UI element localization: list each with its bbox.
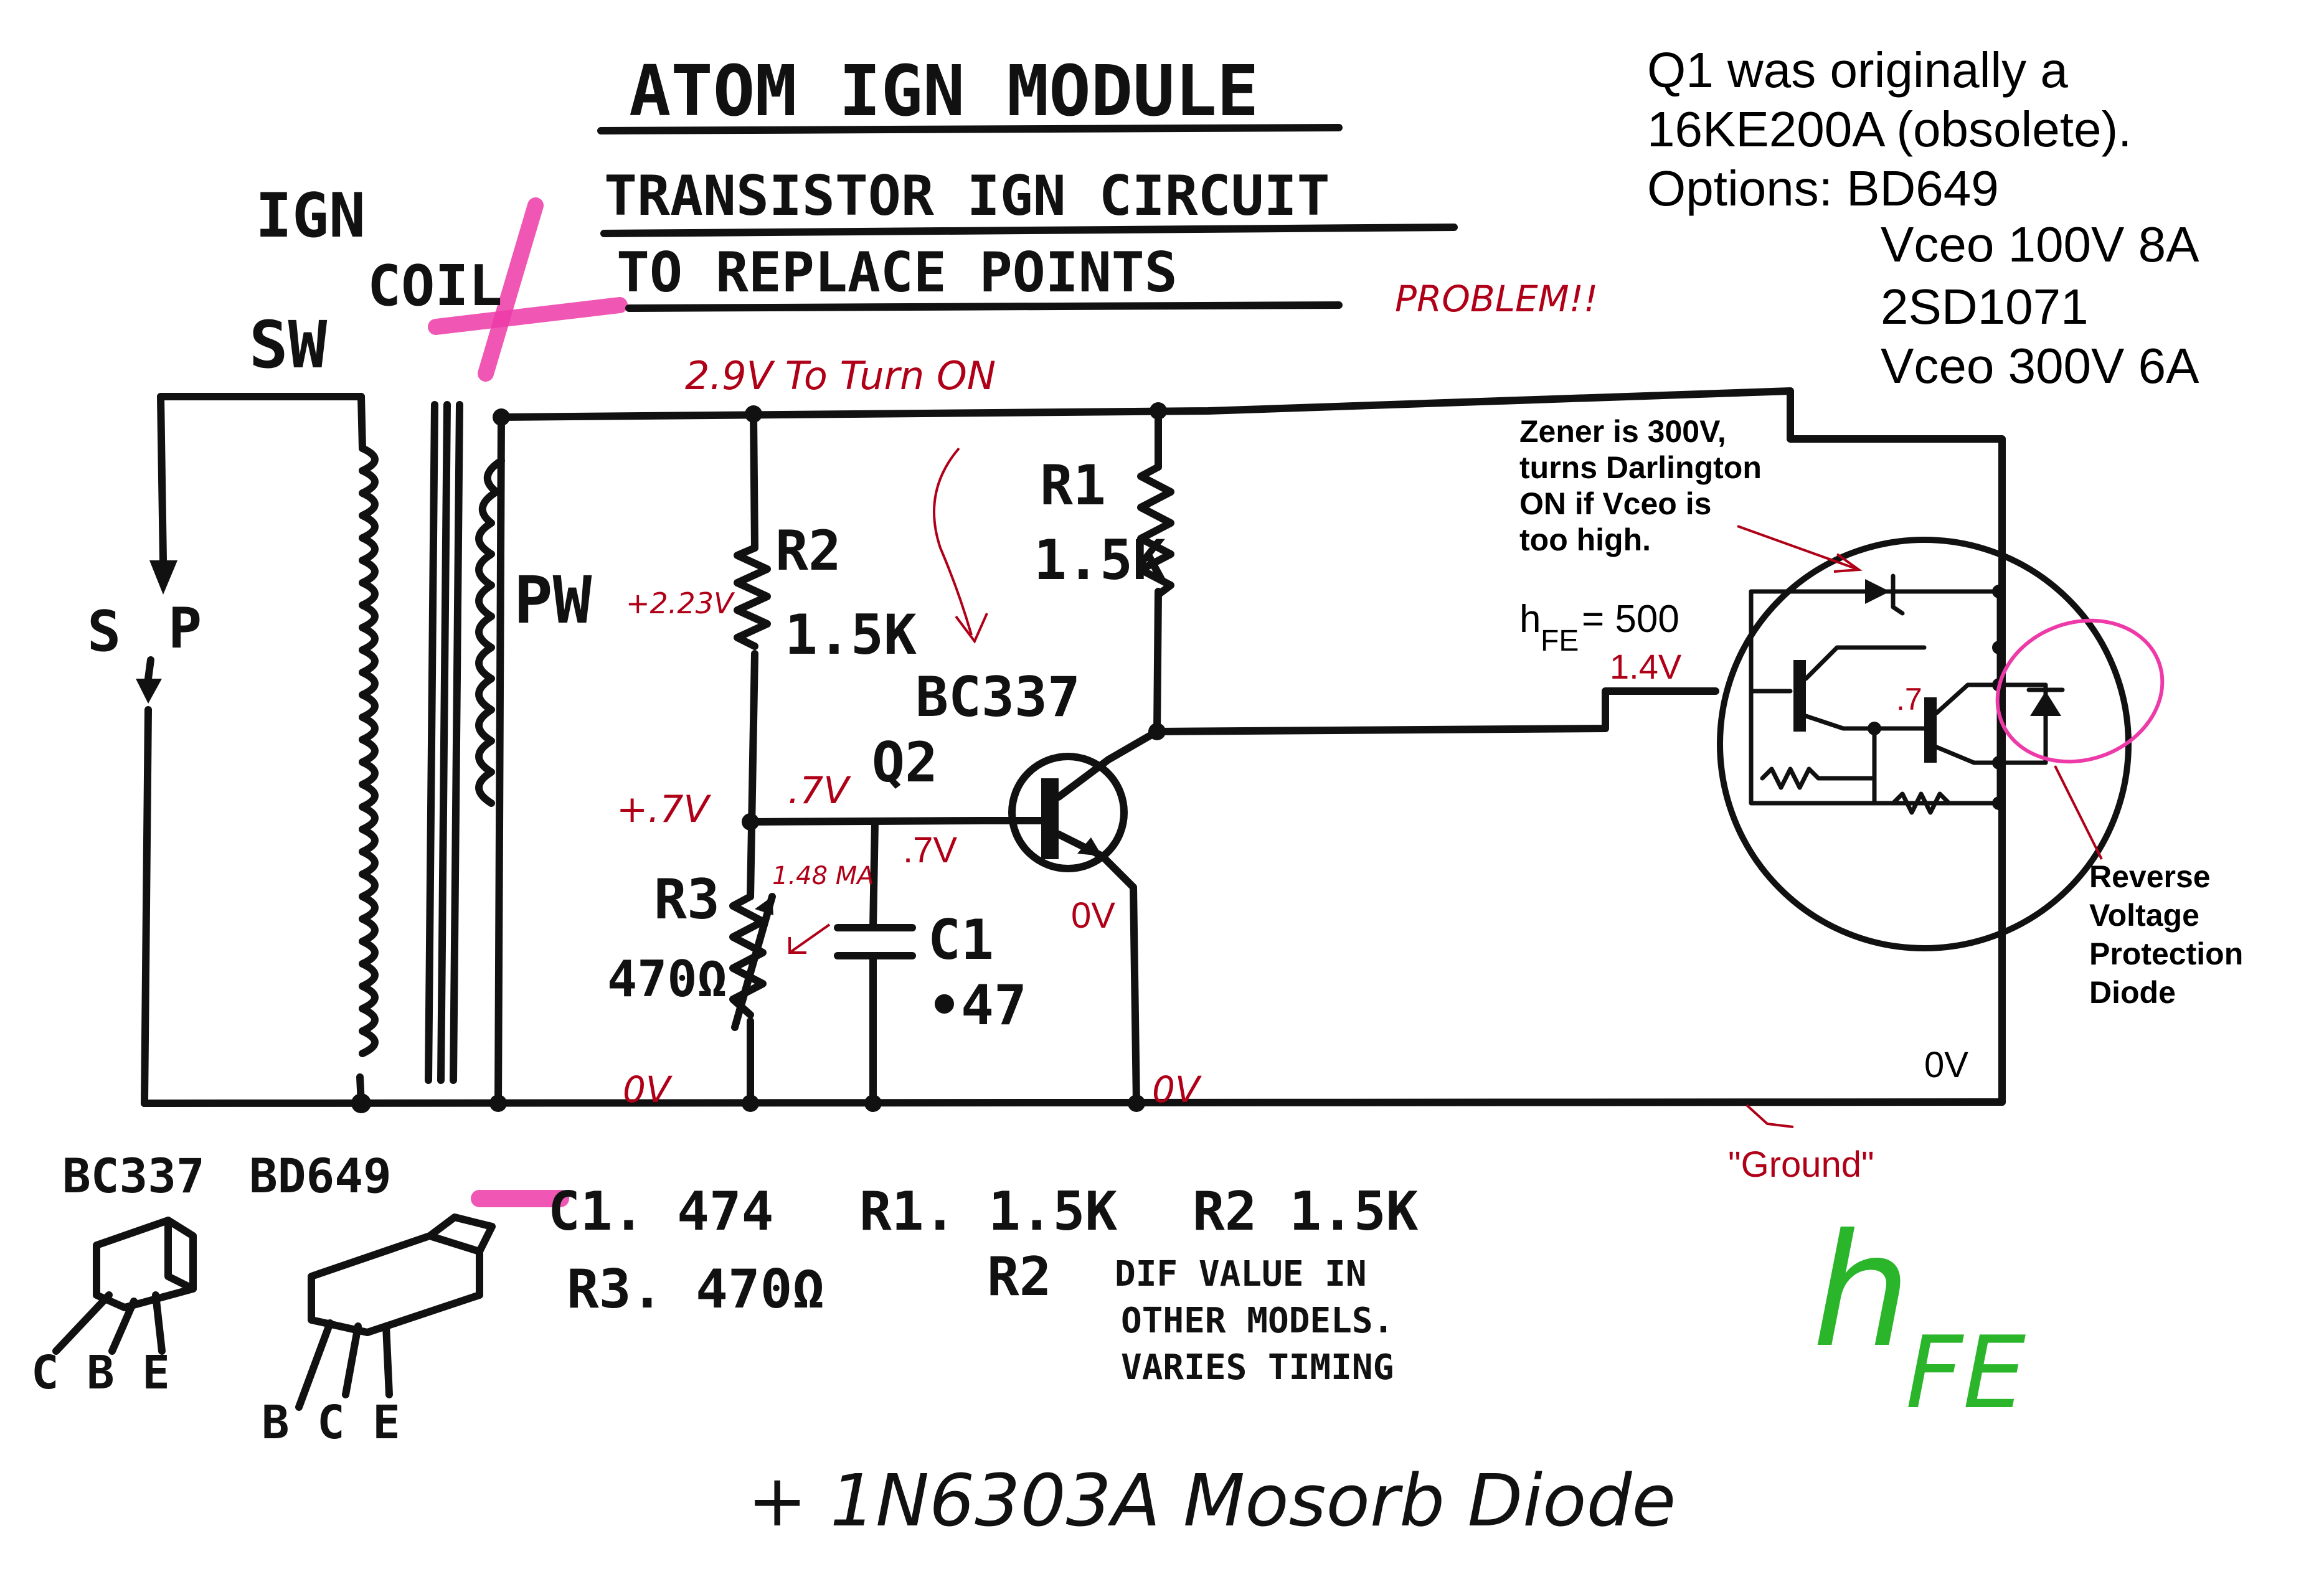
hfe-big-annotation: h FE bbox=[1812, 1200, 2026, 1431]
problem-note: PROBLEM!! bbox=[1395, 278, 1598, 320]
svg-text:C B E: C B E bbox=[31, 1346, 170, 1400]
svg-text:Vceo 300V 6A: Vceo 300V 6A bbox=[1881, 338, 2199, 393]
r3-current: 1.48 MA bbox=[772, 862, 874, 890]
svg-text:Q1 was originally a: Q1 was originally a bbox=[1647, 42, 2068, 98]
svg-text:R2: R2 bbox=[987, 1246, 1052, 1308]
svg-text:h: h bbox=[1812, 1200, 1911, 1382]
svg-text:ON if Vceo is: ON if Vceo is bbox=[1519, 486, 1711, 521]
svg-text:Protection: Protection bbox=[2089, 936, 2243, 971]
base-voltage: .7V bbox=[788, 769, 851, 813]
r3-symbol bbox=[729, 893, 776, 1031]
svg-text:Reverse: Reverse bbox=[2089, 859, 2211, 894]
r2-name: R2 bbox=[775, 519, 841, 583]
svg-text:h: h bbox=[1519, 598, 1541, 641]
gnd-left-voltage: 0V bbox=[623, 1068, 673, 1111]
coil-label: COIL bbox=[367, 253, 503, 319]
subtitle-line2: TO REPLACE POINTS bbox=[616, 240, 1178, 304]
ign-label: IGN bbox=[255, 181, 366, 252]
r1-name: R1 bbox=[1040, 453, 1106, 517]
svg-text:OTHER MODELS.: OTHER MODELS. bbox=[1121, 1301, 1394, 1341]
r2-symbol bbox=[734, 544, 771, 650]
svg-text:turns Darlington: turns Darlington bbox=[1519, 450, 1762, 485]
red-pen-marks bbox=[788, 447, 2103, 1128]
svg-text:C1. 474: C1. 474 bbox=[548, 1180, 773, 1243]
darlington-mid-voltage: .7 bbox=[1896, 682, 1922, 717]
sw-label: SW bbox=[249, 307, 328, 383]
svg-text:FE: FE bbox=[1906, 1314, 2026, 1431]
pink-highlight-marks bbox=[428, 197, 2165, 1207]
subtitle-underline-1 bbox=[600, 224, 1458, 237]
pw-label: PW bbox=[514, 562, 592, 638]
ground-0v: 0V bbox=[1924, 1045, 1968, 1085]
svg-text:Options: BD649: Options: BD649 bbox=[1647, 161, 1999, 216]
q2-part: BC337 bbox=[915, 665, 1080, 729]
svg-text:R3. 470Ω: R3. 470Ω bbox=[567, 1258, 824, 1321]
title: ATOM IGN MODULE bbox=[629, 51, 1259, 132]
points-p-label: P bbox=[168, 596, 202, 661]
hfe-node-voltage: 1.4V bbox=[1610, 647, 1682, 686]
parts-list: C1. 474 R1. 1.5K R2 1.5K R3. 470Ω R2 DIF… bbox=[548, 1180, 1419, 1388]
svg-text:16KE200A (obsolete).: 16KE200A (obsolete). bbox=[1647, 101, 2132, 157]
svg-text:DIF VALUE IN: DIF VALUE IN bbox=[1115, 1254, 1367, 1294]
r1-symbol bbox=[1137, 463, 1174, 598]
ground-label: "Ground" bbox=[1728, 1144, 1874, 1185]
points-switch-symbol bbox=[136, 560, 177, 704]
q2-transistor-symbol bbox=[980, 728, 1161, 872]
title-underline bbox=[597, 124, 1343, 134]
c1-symbol bbox=[834, 924, 916, 987]
svg-text:R1. 1.5K: R1. 1.5K bbox=[859, 1180, 1117, 1243]
darlington-module-symbol bbox=[1717, 537, 2132, 951]
svg-text:= 500: = 500 bbox=[1582, 598, 1679, 641]
svg-text:Diode: Diode bbox=[2089, 975, 2176, 1010]
r2-value: 1.5K bbox=[785, 603, 917, 667]
circuit-wiring bbox=[141, 387, 2006, 1107]
q1-note: Q1 was originally a 16KE200A (obsolete).… bbox=[1647, 42, 2199, 393]
svg-text:Voltage: Voltage bbox=[2089, 898, 2199, 933]
svg-text:Zener is 300V,: Zener is 300V, bbox=[1519, 414, 1726, 449]
emitter-voltage: 0V bbox=[1071, 895, 1115, 936]
ign-coil-symbol bbox=[356, 393, 505, 1107]
r3-top-voltage: +.7V bbox=[616, 788, 712, 831]
bc337-package: BC337 C B E bbox=[31, 1148, 205, 1400]
turn-on-voltage: 2.9V To Turn ON bbox=[685, 353, 996, 398]
svg-text:R2 1.5K: R2 1.5K bbox=[1193, 1180, 1419, 1243]
svg-text:FE: FE bbox=[1541, 624, 1579, 657]
points-s-label: S bbox=[87, 599, 121, 664]
bd649-package: BD649 B C E bbox=[249, 1148, 496, 1449]
svg-text:too high.: too high. bbox=[1519, 522, 1651, 557]
zener-note: Zener is 300V, turns Darlington ON if Vc… bbox=[1519, 414, 1762, 557]
diode-note: Reverse Voltage Protection Diode bbox=[2089, 859, 2243, 1010]
q2-name: Q2 bbox=[872, 730, 938, 794]
pw-voltage: +2.23V bbox=[626, 587, 735, 620]
r3-name: R3 bbox=[654, 867, 720, 931]
bottom-note: + 1N6303A Mosorb Diode bbox=[747, 1459, 1676, 1543]
gnd-mid-voltage: 0V bbox=[1152, 1068, 1202, 1111]
svg-text:BD649: BD649 bbox=[249, 1148, 392, 1204]
subtitle-underline-2 bbox=[625, 301, 1343, 312]
r1-value: 1.5K bbox=[1034, 528, 1166, 592]
svg-text:2SD1071: 2SD1071 bbox=[1881, 279, 2089, 334]
svg-text:Vceo 100V 8A: Vceo 100V 8A bbox=[1881, 217, 2199, 272]
hfe-value: h FE = 500 bbox=[1519, 598, 1679, 657]
c1-name: C1 bbox=[928, 908, 994, 972]
r3-value: 470Ω bbox=[607, 950, 727, 1008]
subtitle-line1: TRANSISTOR IGN CIRCUIT bbox=[604, 164, 1330, 228]
c1-node-voltage: .7V bbox=[903, 830, 957, 870]
c1-value: •47 bbox=[928, 973, 1027, 1037]
svg-text:BC337: BC337 bbox=[62, 1148, 205, 1204]
svg-text:VARIES TIMING: VARIES TIMING bbox=[1121, 1347, 1394, 1388]
svg-text:B C E: B C E bbox=[262, 1396, 400, 1449]
